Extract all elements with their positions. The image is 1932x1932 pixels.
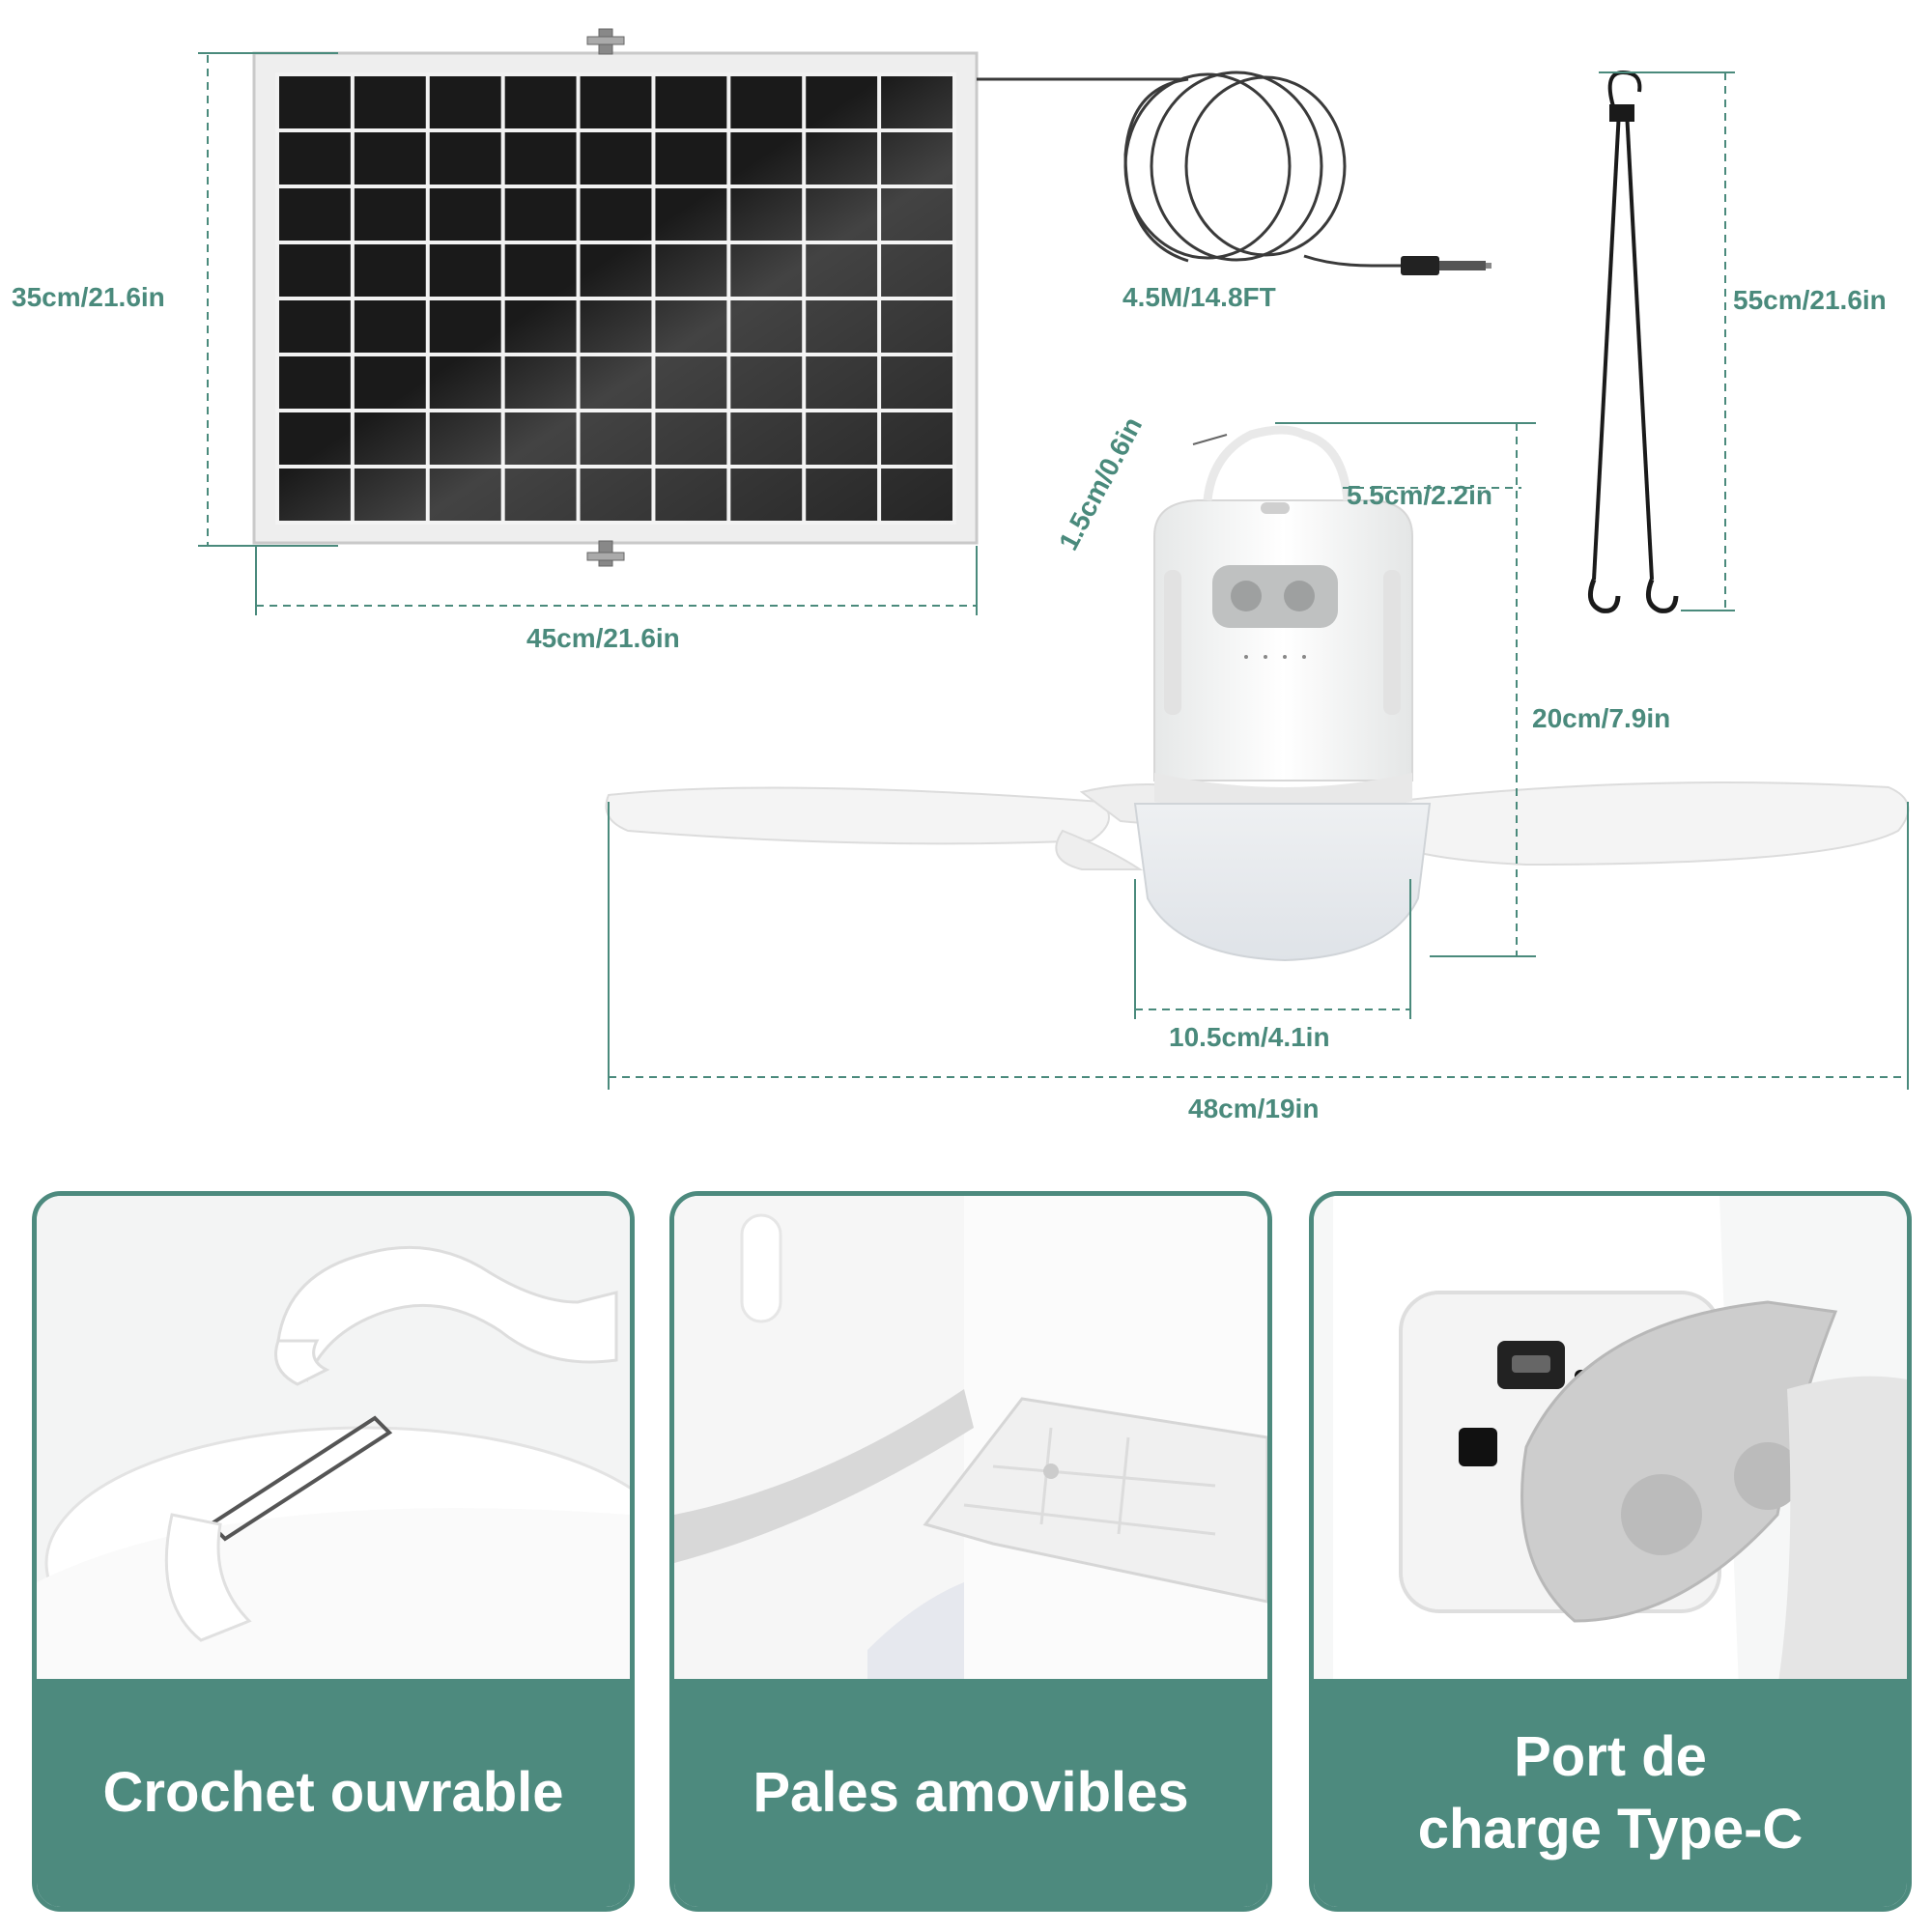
dimension-lines: [198, 52, 1909, 1090]
feature-caption-hook: Crochet ouvrable: [37, 1679, 630, 1907]
blade-closeup-image: [674, 1196, 1267, 1689]
sun-icon: [1231, 581, 1262, 611]
screw-bottom: [586, 540, 625, 567]
dimension-fan-height: 20cm/7.9in: [1532, 703, 1671, 733]
dimension-panel-width: 45cm/21.6in: [526, 623, 680, 653]
hook-closeup-image: [37, 1196, 630, 1689]
dimension-panel-height: 35cm/21.6in: [12, 282, 165, 312]
fan-icon: [1734, 1442, 1802, 1510]
solar-panel: [252, 28, 979, 567]
fan-body: [1133, 425, 1432, 962]
dimension-lamp-width: 10.5cm/4.1in: [1169, 1022, 1330, 1052]
feature-caption-blades: Pales amovibles: [674, 1679, 1267, 1907]
typec-closeup-image: [1314, 1196, 1907, 1689]
dimension-fan-width: 48cm/19in: [1188, 1094, 1320, 1123]
dimension-hook-length: 55cm/21.6in: [1733, 285, 1887, 315]
dimension-cable-length: 4.5M/14.8FT: [1122, 282, 1276, 312]
hanging-strap: [1587, 70, 1679, 613]
feature-caption-typec: Port de charge Type-C: [1314, 1679, 1907, 1907]
cable: [977, 71, 1406, 268]
feature-card-hook: Crochet ouvrable: [32, 1191, 635, 1912]
dimension-handle-offset: 5.5cm/2.2in: [1347, 480, 1492, 510]
product-diagram: [198, 28, 1910, 1090]
dc-plug: [1401, 256, 1492, 275]
fan-icon: [1284, 581, 1315, 611]
feature-card-blades: Pales amovibles: [669, 1191, 1272, 1912]
sun-icon: [1621, 1474, 1702, 1555]
fan-blades: [605, 781, 1910, 870]
feature-card-typec: Port de charge Type-C: [1309, 1191, 1912, 1912]
screw-top: [586, 28, 625, 55]
